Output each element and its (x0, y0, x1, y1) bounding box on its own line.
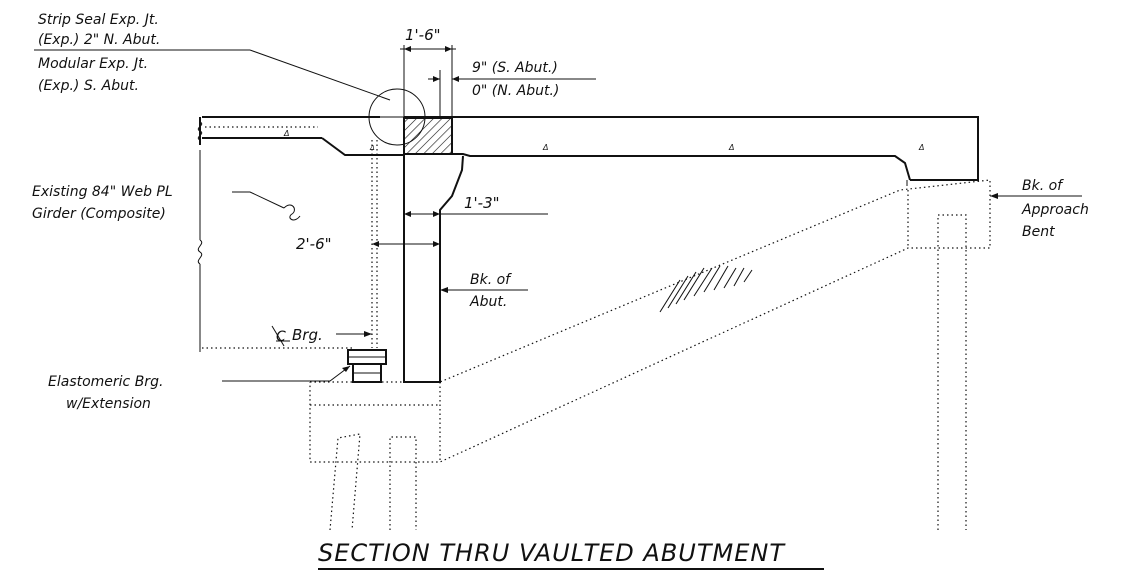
strip-seal-line2: (Exp.) 2" N. Abut. (38, 32, 160, 48)
expansion-joint (368, 88, 453, 155)
existing-deck-slab: Δ Δ (197, 116, 404, 156)
modular-line2: (Exp.) S. Abut. (38, 78, 139, 94)
svg-text:Δ: Δ (918, 143, 924, 152)
dim-9-s-abut-label: 9" (S. Abut.) (472, 60, 558, 76)
dimension-1-6: 1'-6" (400, 26, 456, 118)
drawing-title: SECTION THRU VAULTED ABUTMENT (318, 539, 824, 570)
bk-bent-line1: Bk. of (1022, 178, 1064, 194)
centerline-symbol: C (271, 325, 290, 347)
dim-0-n-abut-label: 0" (N. Abut.) (472, 83, 559, 99)
dimension-1-3: 1'-3" (404, 194, 548, 217)
elastomeric-callout: Elastomeric Brg. w/Extension (48, 365, 351, 412)
svg-text:C: C (276, 329, 286, 345)
elastomeric-line1: Elastomeric Brg. (48, 374, 163, 390)
svg-text:Δ: Δ (542, 143, 548, 152)
bk-abut-line1: Bk. of (470, 272, 512, 288)
dim-1-6-label: 1'-6" (405, 26, 441, 44)
joint-callout: Strip Seal Exp. Jt. (Exp.) 2" N. Abut. M… (34, 12, 391, 101)
modular-line1: Modular Exp. Jt. (38, 56, 148, 72)
strip-seal-line1: Strip Seal Exp. Jt. (38, 12, 159, 28)
bk-bent-line2: Approach (1021, 202, 1089, 218)
approach-slab: Δ Δ Δ (404, 116, 979, 186)
abutment-wall (403, 154, 464, 383)
svg-text:Δ: Δ (369, 144, 375, 152)
cl-brg-label: Brg. (292, 326, 323, 344)
bk-of-approach-bent-callout: Bk. of Approach Bent (990, 178, 1089, 240)
dim-2-6-label: 2'-6" (296, 235, 332, 253)
existing-girder-line2: Girder (Composite) (32, 206, 166, 222)
dimension-2-6: 2'-6" (296, 235, 440, 253)
elastomeric-bearing (347, 349, 387, 383)
elastomeric-line2: w/Extension (66, 396, 151, 412)
dimension-9-0: 9" (S. Abut.) 0" (N. Abut.) (428, 60, 596, 118)
existing-girder-outline (197, 140, 378, 352)
dim-1-3-label: 1'-3" (464, 194, 500, 212)
earth-fill-hatch (659, 265, 753, 313)
cl-bearing-callout: C Brg. (271, 325, 372, 347)
existing-footing-dotted (309, 179, 991, 531)
bk-abut-line2: Abut. (469, 294, 507, 310)
svg-text:Δ: Δ (283, 129, 289, 138)
bk-bent-line3: Bent (1022, 224, 1055, 240)
svg-text:Δ: Δ (728, 143, 734, 152)
existing-girder-line1: Existing 84" Web PL (32, 184, 173, 200)
bk-of-abut-callout: Bk. of Abut. (440, 272, 528, 310)
title-text: SECTION THRU VAULTED ABUTMENT (318, 539, 786, 567)
existing-girder-callout: Existing 84" Web PL Girder (Composite) (32, 184, 301, 222)
